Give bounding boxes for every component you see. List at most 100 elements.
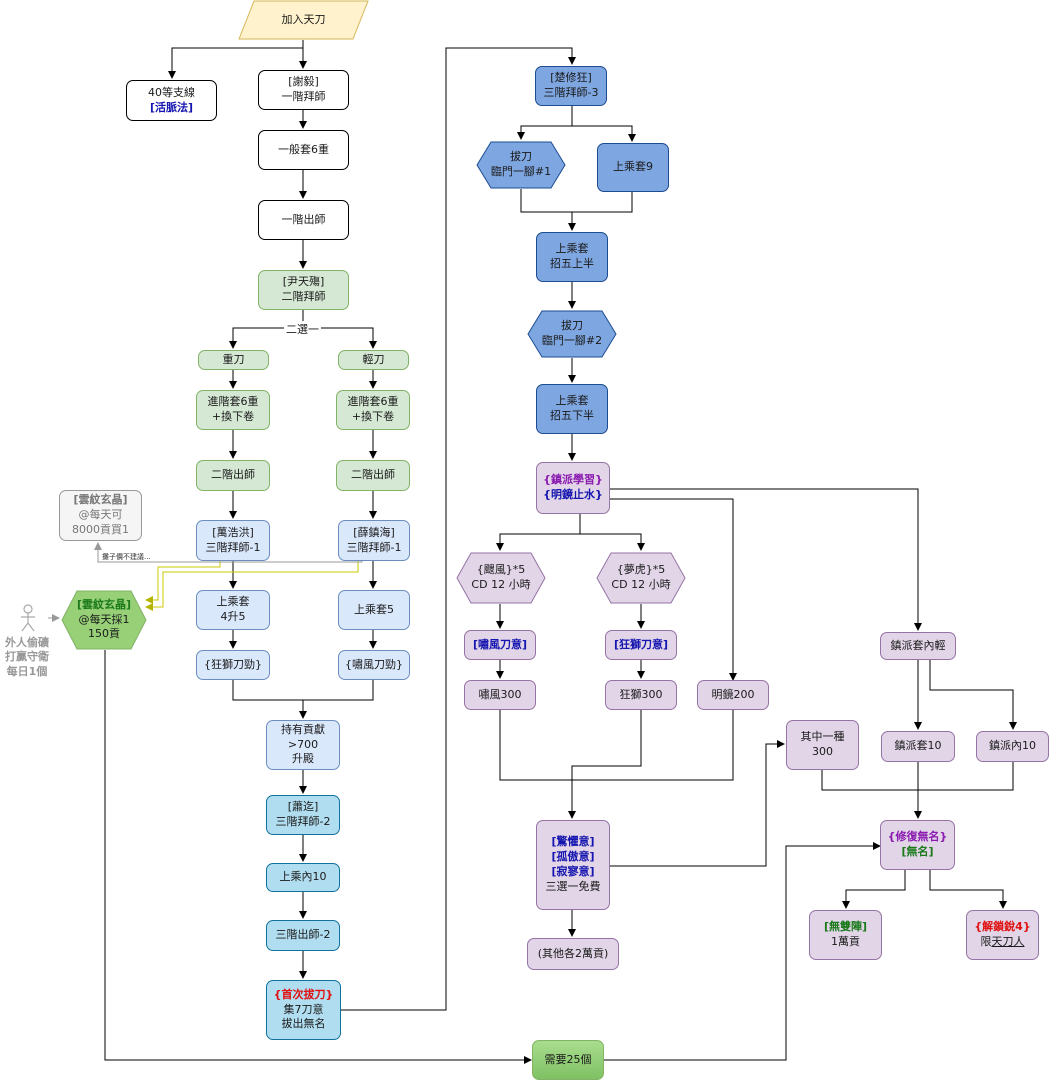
contrib-line3: 升殿 bbox=[292, 752, 314, 766]
lower-half-line2: 招五下半 bbox=[550, 409, 594, 422]
zhenpai-line2: {明鏡止水} bbox=[543, 488, 603, 501]
outside-line2: 打贏守衛 bbox=[5, 650, 49, 664]
contrib-line2: >700 bbox=[287, 737, 319, 751]
lv40-node: 40等支線 [活脈法] bbox=[126, 80, 217, 121]
yin-line1: [尹天殤] bbox=[282, 275, 325, 289]
three-choice-node: [驚懼意] [孤傲意] [寂寥意] 三選一免費 bbox=[536, 820, 610, 910]
lower-half-line1: 上乘套 bbox=[555, 394, 589, 408]
adv-right-node: 進階套6重 +換下卷 bbox=[336, 390, 410, 430]
firstdraw-line3: 拔出無名 bbox=[281, 1017, 326, 1031]
xiaofeng-yi-label: [嘯風刀意] bbox=[472, 637, 528, 651]
pick300-line1: 其中一種 bbox=[800, 730, 845, 744]
upper-half-line2: 招五上半 bbox=[550, 257, 594, 270]
xiaofeng-node: {嘯風刀勁} bbox=[338, 650, 410, 680]
contrib-node: 持有貢獻 >700 升殿 bbox=[266, 720, 340, 770]
hex-feng-line2: CD 12 小時 bbox=[471, 578, 531, 591]
zpn10-node: 鎮派內10 bbox=[976, 731, 1049, 762]
need25-node: 需要25個 bbox=[532, 1040, 604, 1080]
draw1-line2: 臨門一腳#1 bbox=[490, 165, 552, 178]
grad3-label: 三階出師-2 bbox=[275, 928, 331, 942]
cloud-collect-line2: @每天採1 bbox=[78, 612, 130, 626]
xf300-label: 嘯風300 bbox=[478, 687, 522, 701]
grad2-left-label: 二階出師 bbox=[211, 468, 255, 482]
xue-node: [薛鎮海] 三階拜師-1 bbox=[338, 520, 410, 561]
xf300-node: 嘯風300 bbox=[464, 680, 536, 710]
ks300-label: 狂獅300 bbox=[619, 687, 663, 701]
adv-left-line2: +換下卷 bbox=[211, 410, 255, 423]
outside-label: 外人偷礦 打贏守衛 每日1個 bbox=[2, 636, 52, 679]
kuangshi-yi-label: [狂獅刀意] bbox=[613, 637, 669, 651]
zp-inner-node: 鎮派套內輕 bbox=[880, 632, 956, 660]
yin-line2: 二階拜師 bbox=[281, 290, 326, 303]
three-line2: [孤傲意] bbox=[551, 850, 595, 864]
wushuang-line1: [無雙陣] bbox=[823, 920, 868, 934]
upper-half-line1: 上乘套 bbox=[555, 242, 589, 256]
mj200-node: 明鏡200 bbox=[697, 680, 769, 710]
general6-label: 一般套6重 bbox=[278, 142, 329, 156]
zp10-node: 鎮派套10 bbox=[881, 731, 955, 762]
up5-node: 上乘套5 bbox=[338, 590, 410, 630]
heavy-label: 重刀 bbox=[222, 352, 245, 366]
xiaoqi-line1: [蕭迄] bbox=[287, 800, 319, 814]
outside-line3: 每日1個 bbox=[6, 664, 48, 678]
up9-node: 上乘套9 bbox=[597, 143, 669, 192]
wan-line1: [萬浩洪] bbox=[212, 525, 254, 539]
adv-left-line1: 進階套6重 bbox=[207, 395, 259, 409]
xie-node: [謝毅] 一階拜師 bbox=[258, 70, 349, 110]
restore-line1: {修復無名} bbox=[887, 830, 948, 844]
xiaoqi-node: [蕭迄] 三階拜師-2 bbox=[266, 795, 340, 835]
adv-right-line2: +換下卷 bbox=[351, 410, 395, 423]
kuangshi-yi-node: [狂獅刀意] bbox=[605, 630, 677, 660]
up9-label: 上乘套9 bbox=[613, 160, 653, 174]
grad2-left-node: 二階出師 bbox=[196, 460, 270, 491]
lv40-line1: 40等支線 bbox=[148, 85, 195, 99]
lower-half-node: 上乘套 招五下半 bbox=[536, 384, 608, 434]
grad2-right-node: 二階出師 bbox=[336, 460, 410, 491]
outside-line1: 外人偷礦 bbox=[5, 636, 49, 649]
buy-note-label: 攤子價不建議... bbox=[102, 553, 151, 561]
wushuang-node: [無雙陣] 1萬貢 bbox=[809, 910, 882, 960]
cloud-collect-line1: [雲紋玄晶] bbox=[76, 597, 132, 611]
others-node: (其他各2萬貢) bbox=[527, 938, 619, 970]
contrib-line1: 持有貢獻 bbox=[281, 722, 325, 736]
three-line1: [驚懼意] bbox=[551, 835, 595, 849]
choose2-label: 二選一 bbox=[284, 321, 321, 337]
heavy-node: 重刀 bbox=[198, 350, 269, 370]
join-node: 加入天刀 bbox=[238, 0, 369, 40]
hex-feng-line1: {颼風}*5 bbox=[476, 563, 526, 577]
zhenpai-line1: {鎮派學習} bbox=[543, 473, 603, 487]
adv-left-node: 進階套6重 +換下卷 bbox=[196, 390, 270, 430]
firstdraw-node: {首次拔刀} 集7刀意 拔出無名 bbox=[266, 980, 341, 1040]
hex-hu-line2: CD 12 小時 bbox=[611, 578, 671, 591]
ks300-node: 狂獅300 bbox=[605, 680, 677, 710]
cloud-buy-node: [雲紋玄晶] @每天可 8000貢買1 bbox=[59, 490, 142, 541]
wushuang-line2: 1萬貢 bbox=[831, 935, 860, 948]
upinner10-node: 上乘內10 bbox=[266, 863, 340, 892]
restore-line2: [無名] bbox=[901, 845, 934, 858]
upinner10-label: 上乘內10 bbox=[279, 870, 327, 884]
grad1-label: 一階出師 bbox=[281, 212, 326, 226]
chu-line1: [楚修狂] bbox=[550, 71, 592, 85]
chu-line2: 三階拜師-3 bbox=[543, 86, 599, 99]
up4-line1: 上乘套 bbox=[216, 595, 250, 609]
cloud-collect-node: [雲紋玄晶] @每天採1 150貢 bbox=[61, 590, 147, 650]
cloud-collect-line3: 150貢 bbox=[88, 627, 120, 641]
upper-half-node: 上乘套 招五上半 bbox=[536, 232, 608, 282]
grad1-node: 一階出師 bbox=[258, 200, 349, 240]
up5-label: 上乘套5 bbox=[354, 602, 394, 616]
grad3-node: 三階出師-2 bbox=[266, 920, 340, 951]
draw2-line2: 臨門一腳#2 bbox=[541, 334, 603, 347]
light-label: 輕刀 bbox=[362, 352, 385, 366]
draw1-node: 拔刀 臨門一腳#1 bbox=[476, 141, 566, 189]
mj200-label: 明鏡200 bbox=[711, 687, 755, 701]
grad2-right-label: 二階出師 bbox=[351, 468, 395, 482]
join-label: 加入天刀 bbox=[281, 12, 326, 26]
wan-line2: 三階拜師-1 bbox=[205, 540, 261, 554]
need25-label: 需要25個 bbox=[544, 1052, 592, 1066]
draw2-line1: 拔刀 bbox=[561, 319, 583, 333]
hex-hu-line1: {夢虎}*5 bbox=[616, 563, 666, 577]
three-line4: 三選一免費 bbox=[545, 879, 601, 893]
draw1-line1: 拔刀 bbox=[510, 150, 532, 164]
xue-line2: 三階拜師-1 bbox=[346, 540, 402, 554]
pick300-node: 其中一種 300 bbox=[786, 720, 859, 770]
